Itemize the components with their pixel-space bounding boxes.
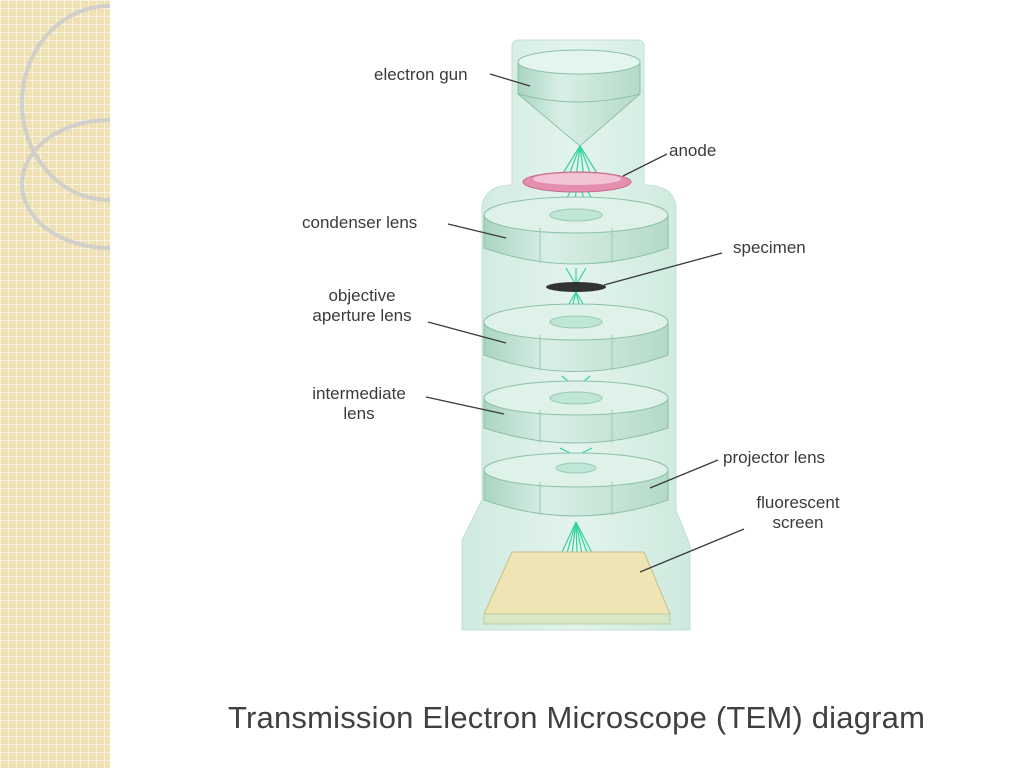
projector-lens-shape	[483, 452, 669, 517]
diagram-caption: Transmission Electron Microscope (TEM) d…	[228, 700, 926, 735]
leader-lines	[425, 73, 745, 573]
label-fluorescent-line1: fluorescent	[756, 493, 840, 512]
label-projector-lens: projector lens	[723, 448, 826, 467]
label-fluorescent-screen: fluorescent screen	[740, 493, 856, 533]
sidebar-divider	[110, 0, 114, 768]
intermediate-lens-shape	[483, 380, 669, 444]
label-objective-line1: objective	[328, 286, 396, 305]
label-intermediate-lens: intermediate lens	[300, 384, 418, 424]
label-electron-gun: electron gun	[374, 65, 468, 84]
anode-shape	[522, 171, 632, 193]
label-condenser-lens: condenser lens	[302, 213, 418, 232]
label-specimen: specimen	[733, 238, 806, 257]
label-objective-aperture-lens: objective aperture lens	[300, 286, 424, 326]
condenser-lens-shape	[483, 196, 669, 265]
electron-gun-shape	[517, 49, 641, 147]
specimen-shape	[546, 282, 606, 292]
label-fluorescent-line2: screen	[772, 513, 824, 532]
label-intermediate-line1: intermediate	[312, 384, 406, 403]
label-objective-line2: aperture lens	[312, 306, 412, 325]
sidebar-decoration	[0, 0, 112, 768]
objective-lens-shape	[483, 303, 669, 372]
fluorescent-screen-shape	[483, 551, 671, 625]
label-intermediate-line2: lens	[343, 404, 375, 423]
label-anode: anode	[669, 141, 717, 160]
